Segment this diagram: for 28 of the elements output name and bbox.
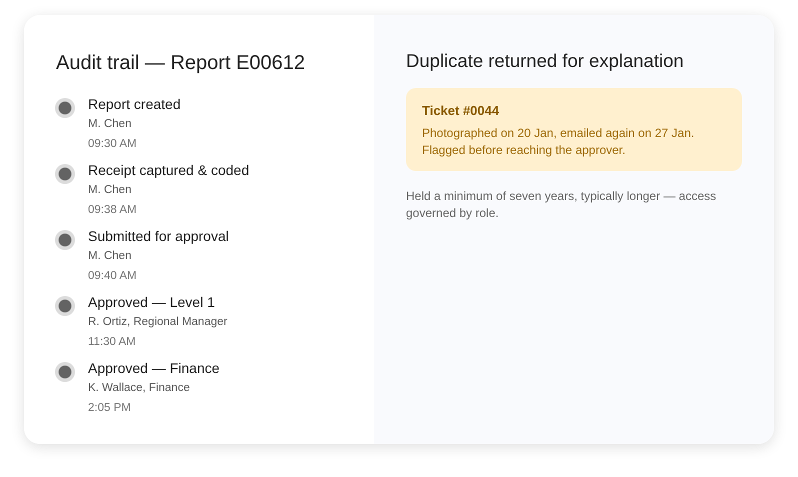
event-title: Approved — Level 1 (88, 293, 215, 311)
timeline-dot (55, 164, 75, 184)
event-actor: K. Wallace, Finance (88, 381, 190, 396)
event-title: Approved — Finance (88, 359, 220, 377)
event-actor: M. Chen (88, 249, 132, 264)
event-actor: R. Ortiz, Regional Manager (88, 315, 228, 330)
event-actor: M. Chen (88, 183, 132, 198)
timeline-dot (55, 296, 75, 316)
event-title: Report created (88, 95, 181, 113)
panel-heading: Duplicate returned for explanation (406, 50, 684, 72)
timeline-dot (55, 362, 75, 382)
event-time: 2:05 PM (88, 401, 131, 416)
callout-heading: Ticket #0044 (422, 102, 500, 120)
event-title: Receipt captured & coded (88, 161, 250, 179)
audit-trail-panel (24, 15, 374, 444)
event-title: Submitted for approval (88, 227, 229, 245)
event-time: 09:30 AM (88, 137, 137, 152)
callout-text: Photographed on 20 Jan, emailed again on 27 Jan. Flagged before reaching the approver. (422, 125, 696, 159)
event-time: 09:40 AM (88, 269, 137, 284)
timeline-dot (55, 230, 75, 250)
panel-heading: Audit trail — Report E00612 (56, 51, 306, 75)
detail-panel (374, 15, 774, 444)
timeline-dot (55, 98, 75, 118)
retention-note: Held a minimum of seven years, typically longer — access governed by role. (406, 188, 718, 222)
event-time: 09:38 AM (88, 203, 137, 218)
event-time: 11:30 AM (88, 335, 136, 350)
warning-callout (406, 88, 742, 171)
event-actor: M. Chen (88, 117, 132, 132)
